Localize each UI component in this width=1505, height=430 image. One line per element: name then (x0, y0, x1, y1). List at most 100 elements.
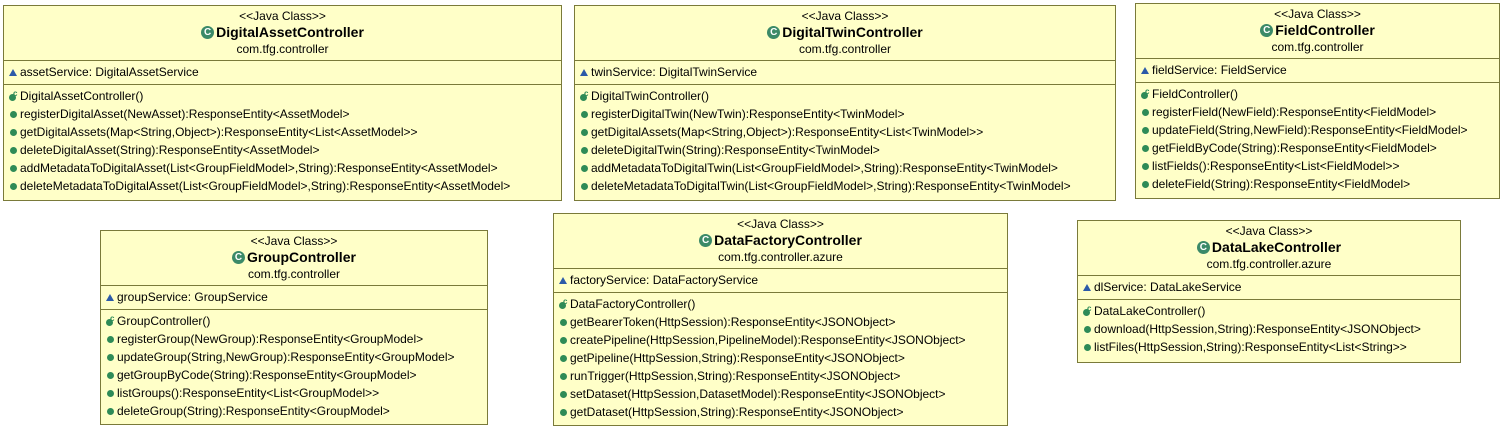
method-row[interactable]: deleteField(String):ResponseEntity<Field… (1136, 175, 1499, 193)
constructor-c-icon: c (110, 314, 115, 323)
method-row[interactable]: listFiles(HttpSession,String):ResponseEn… (1078, 338, 1460, 356)
public-method-icon (558, 369, 568, 383)
method-row[interactable]: listGroups():ResponseEntity<List<GroupMo… (101, 384, 487, 402)
constructor-text: GroupController() (117, 314, 211, 328)
public-dot-icon (559, 354, 567, 362)
attribute-row[interactable]: groupService: GroupService (101, 288, 487, 306)
method-text: getDigitalAssets(Map<String,Object>):Res… (20, 125, 418, 139)
stereotype-label: <<Java Class>> (737, 217, 824, 231)
method-text: deleteField(String):ResponseEntity<Field… (1152, 177, 1411, 191)
method-row[interactable]: registerDigitalAsset(NewAsset):ResponseE… (4, 105, 561, 123)
method-row[interactable]: updateField(String,NewField):ResponseEnt… (1136, 121, 1499, 139)
method-row[interactable]: createPipeline(HttpSession,PipelineModel… (554, 331, 1007, 349)
method-text: registerField(NewField):ResponseEntity<F… (1152, 105, 1437, 119)
public-method-icon (558, 387, 568, 401)
method-text: getBearerToken(HttpSession):ResponseEnti… (570, 315, 896, 329)
method-row[interactable]: getDigitalAssets(Map<String,Object>):Res… (4, 123, 561, 141)
attribute-text: groupService: GroupService (117, 290, 268, 304)
method-row[interactable]: deleteMetadataToDigitalAsset(List<GroupF… (4, 177, 561, 195)
attribute-row[interactable]: assetService: DigitalAssetService (4, 63, 561, 81)
method-text: deleteMetadataToDigitalAsset(List<GroupF… (20, 179, 511, 193)
method-row[interactable]: deleteDigitalTwin(String):ResponseEntity… (575, 141, 1115, 159)
public-dot-icon (9, 110, 17, 118)
package-name: com.tfg.controller (247, 267, 341, 281)
constructor-text: DataFactoryController() (570, 297, 696, 311)
class-icon: C (1196, 241, 1210, 254)
method-row[interactable]: registerField(NewField):ResponseEntity<F… (1136, 103, 1499, 121)
constructor-marker: c (558, 297, 568, 311)
public-method-icon (8, 179, 18, 193)
package-visibility-icon (579, 65, 589, 79)
attributes-section: factoryService: DataFactoryService (554, 268, 1007, 292)
public-dot-icon (1141, 162, 1149, 170)
public-method-icon (1140, 123, 1150, 137)
constructor-c-icon: c (563, 297, 568, 306)
attribute-row[interactable]: twinService: DigitalTwinService (575, 63, 1115, 81)
method-row[interactable]: getDigitalAssets(Map<String,Object>):Res… (575, 123, 1115, 141)
method-row[interactable]: getPipeline(HttpSession,String):Response… (554, 349, 1007, 367)
public-method-icon (1082, 340, 1092, 354)
attribute-row[interactable]: fieldService: FieldService (1136, 61, 1499, 79)
method-text: getPipeline(HttpSession,String):Response… (570, 351, 905, 365)
method-row[interactable]: deleteGroup(String):ResponseEntity<Group… (101, 402, 487, 420)
constructor-text: DigitalTwinController() (591, 89, 710, 103)
attribute-row[interactable]: dlService: DataLakeService (1078, 278, 1460, 296)
public-method-icon (8, 161, 18, 175)
method-row[interactable]: deleteDigitalAsset(String):ResponseEntit… (4, 141, 561, 159)
constructor-icon: c (1082, 304, 1092, 318)
method-text: deleteGroup(String):ResponseEntity<Group… (117, 404, 390, 418)
public-method-icon (579, 107, 589, 121)
method-row[interactable]: setDataset(HttpSession,DatasetModel):Res… (554, 385, 1007, 403)
class-icon: C (232, 251, 246, 264)
attribute-text: dlService: DataLakeService (1094, 280, 1242, 294)
method-row[interactable]: getDataset(HttpSession,String):ResponseE… (554, 403, 1007, 421)
method-text: addMetadataToDigitalAsset(List<GroupFiel… (20, 161, 498, 175)
constructor-marker: c (8, 89, 18, 103)
public-dot-icon (559, 302, 566, 309)
public-dot-icon (9, 146, 17, 154)
method-row[interactable]: addMetadataToDigitalAsset(List<GroupFiel… (4, 159, 561, 177)
method-text: getGroupByCode(String):ResponseEntity<Gr… (117, 368, 417, 382)
method-text: registerDigitalTwin(NewTwin):ResponseEnt… (591, 107, 905, 121)
public-method-icon (105, 386, 115, 400)
method-row[interactable]: addMetadataToDigitalTwin(List<GroupField… (575, 159, 1115, 177)
triangle-icon (559, 276, 567, 284)
constructor-marker: c (105, 314, 115, 328)
attribute-text: factoryService: DataFactoryService (570, 273, 759, 287)
public-method-icon (8, 125, 18, 139)
method-row[interactable]: registerDigitalTwin(NewTwin):ResponseEnt… (575, 105, 1115, 123)
method-row[interactable]: deleteMetadataToDigitalTwin(List<GroupFi… (575, 177, 1115, 195)
public-dot-icon (559, 372, 567, 380)
method-row[interactable]: listFields():ResponseEntity<List<FieldMo… (1136, 157, 1499, 175)
method-row[interactable]: getFieldByCode(String):ResponseEntity<Fi… (1136, 139, 1499, 157)
package-name: com.tfg.controller (236, 42, 329, 56)
attribute-row[interactable]: factoryService: DataFactoryService (554, 271, 1007, 289)
public-dot-icon (9, 94, 16, 101)
public-method-icon (1140, 141, 1150, 155)
method-row[interactable]: runTrigger(HttpSession,String):ResponseE… (554, 367, 1007, 385)
triangle-icon (9, 68, 17, 76)
method-row[interactable]: getBearerToken(HttpSession):ResponseEnti… (554, 313, 1007, 331)
package-visibility-icon (8, 65, 18, 79)
method-row[interactable]: getGroupByCode(String):ResponseEntity<Gr… (101, 366, 487, 384)
method-row[interactable]: registerGroup(NewGroup):ResponseEntity<G… (101, 330, 487, 348)
method-row[interactable]: updateGroup(String,NewGroup):ResponseEnt… (101, 348, 487, 366)
method-row[interactable]: download(HttpSession,String):ResponseEnt… (1078, 320, 1460, 338)
